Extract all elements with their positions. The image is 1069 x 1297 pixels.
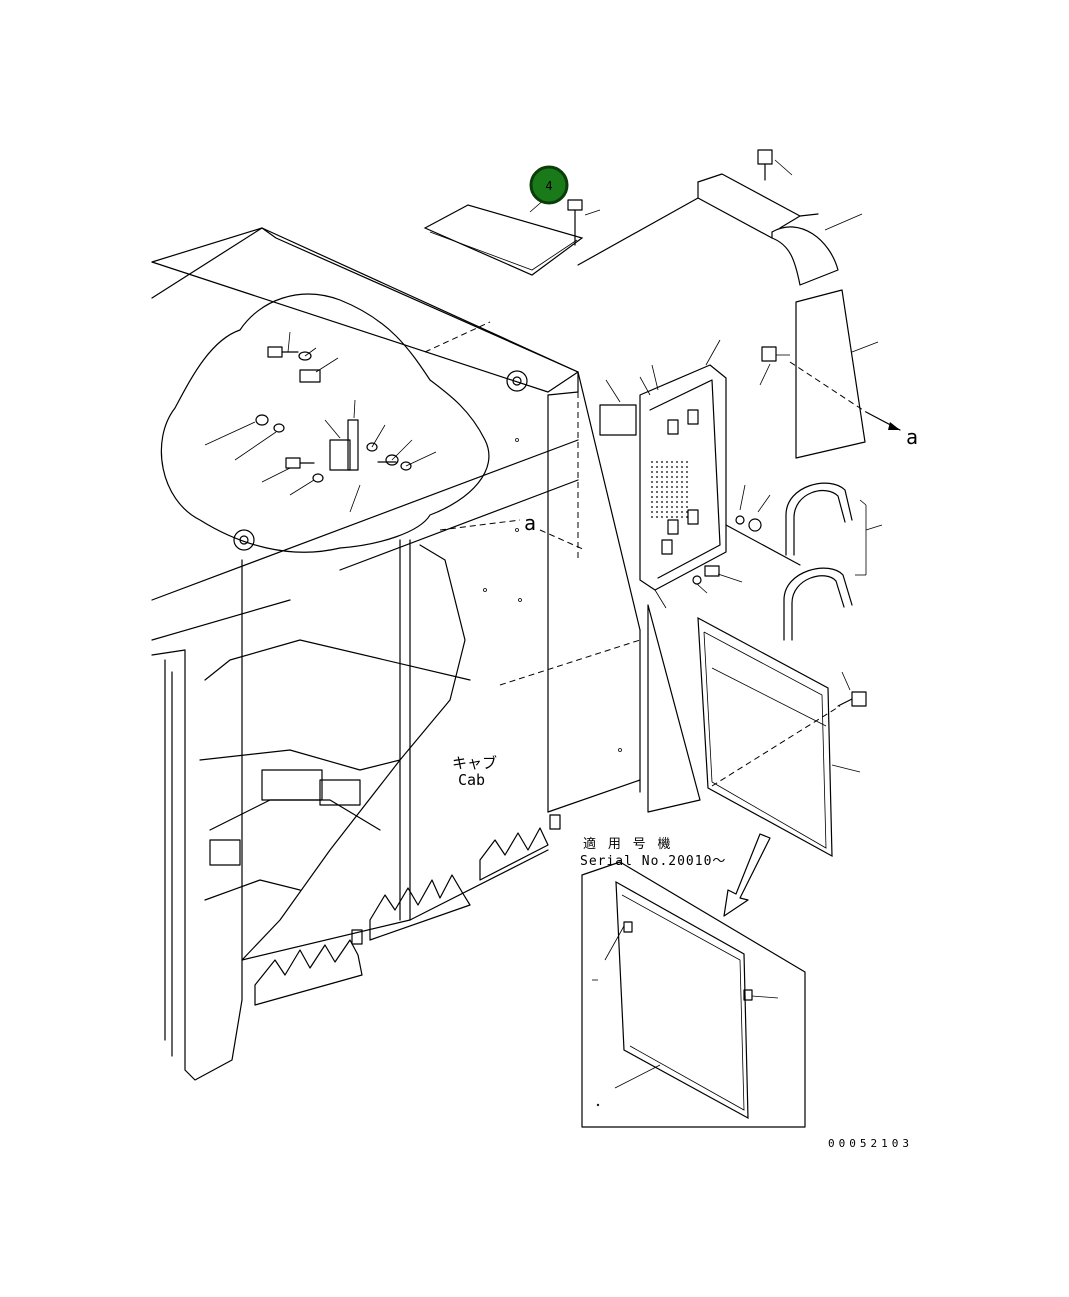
- callout-number: 4: [545, 179, 552, 193]
- top-plate-part-4: [423, 197, 601, 276]
- cab-label-jp: キャブ: [452, 754, 497, 772]
- view-marker-right: a: [906, 425, 918, 449]
- cab-label-en: Cab: [458, 771, 485, 789]
- serial-label: Serial No.20010～: [580, 854, 726, 869]
- floor-teeth: [254, 814, 561, 1006]
- handles: [783, 482, 883, 641]
- upper-right-cover: [577, 149, 901, 459]
- detail-bubble: [160, 293, 490, 553]
- rear-panel: [599, 339, 801, 609]
- grille-pattern: [650, 460, 690, 520]
- view-marker-left: a: [524, 511, 536, 535]
- callout-4[interactable]: 4: [529, 165, 569, 205]
- drawing-number: 00052103: [828, 1137, 913, 1150]
- applicable-label: 適 用 号 機: [583, 836, 672, 852]
- serial-inset: [581, 833, 806, 1128]
- lower-right-panel: [647, 604, 867, 858]
- cab-body: [151, 227, 641, 1081]
